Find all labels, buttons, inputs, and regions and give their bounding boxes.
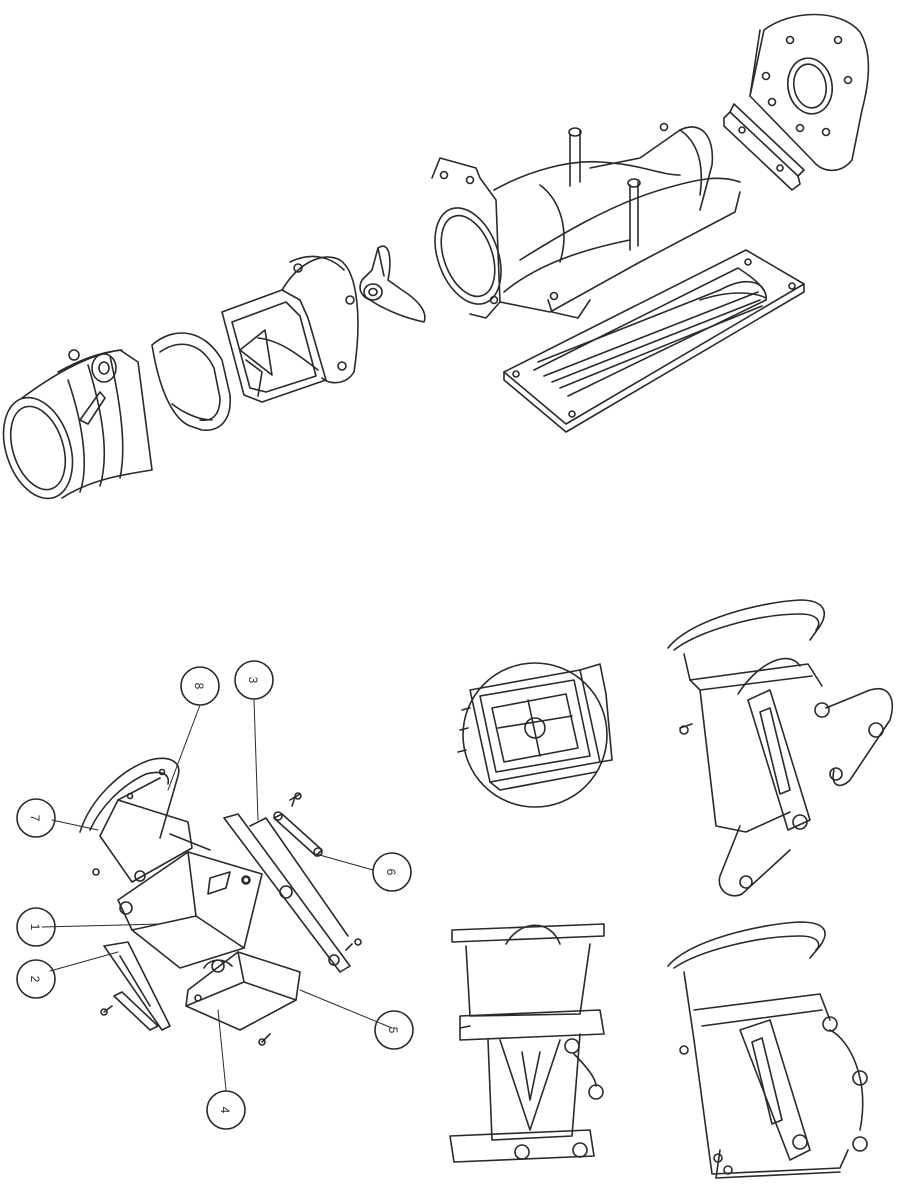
pin-part — [113, 991, 159, 1031]
callout-label-1: 1 — [28, 924, 42, 931]
wear-ring-part — [151, 332, 231, 431]
link-plate-part — [103, 941, 171, 1031]
exploded-jet-drive-view — [2, 13, 870, 500]
detail-view-side — [449, 923, 605, 1163]
leader-lines — [41, 699, 393, 1091]
callout-label-2: 2 — [28, 976, 42, 983]
callout-6: 6 — [372, 852, 412, 892]
callout-label-6: 6 — [384, 869, 398, 876]
steering-arm-part — [223, 813, 351, 973]
reverse-bucket-exploded-view: 8 3 7 6 1 2 5 — [16, 660, 414, 1130]
callout-1: 1 — [16, 907, 56, 947]
deflector-box-part — [185, 951, 301, 1031]
callout-circles: 8 3 7 6 1 2 5 — [16, 660, 414, 1130]
callout-label-7: 7 — [28, 815, 42, 822]
nozzle-part — [79, 757, 211, 883]
intake-grate-part — [503, 249, 805, 433]
callout-7: 7 — [16, 798, 56, 838]
detail-view-end-circle — [457, 662, 613, 808]
callout-label-5: 5 — [386, 1027, 400, 1034]
callout-label-8: 8 — [192, 683, 206, 690]
mounting-bracket-part — [723, 103, 805, 191]
detail-view-reverse-retracted — [667, 921, 868, 1179]
callout-2: 2 — [16, 959, 56, 999]
impeller-part — [359, 245, 426, 323]
pump-body-part — [431, 122, 741, 319]
callout-3: 3 — [234, 660, 274, 700]
callout-5: 5 — [374, 1010, 414, 1050]
callout-label-4: 4 — [218, 1107, 232, 1114]
bucket-body-part — [117, 851, 263, 969]
fasteners-group — [92, 792, 362, 1046]
callout-4: 4 — [206, 1090, 246, 1130]
tie-rod-part — [273, 811, 323, 857]
intake-duct-part — [2, 349, 153, 500]
impeller-housing-part — [221, 255, 359, 403]
detail-view-reverse-engaged — [667, 599, 894, 897]
callout-label-3: 3 — [246, 677, 260, 684]
transom-plate-part — [749, 13, 870, 172]
callout-8: 8 — [180, 666, 220, 706]
